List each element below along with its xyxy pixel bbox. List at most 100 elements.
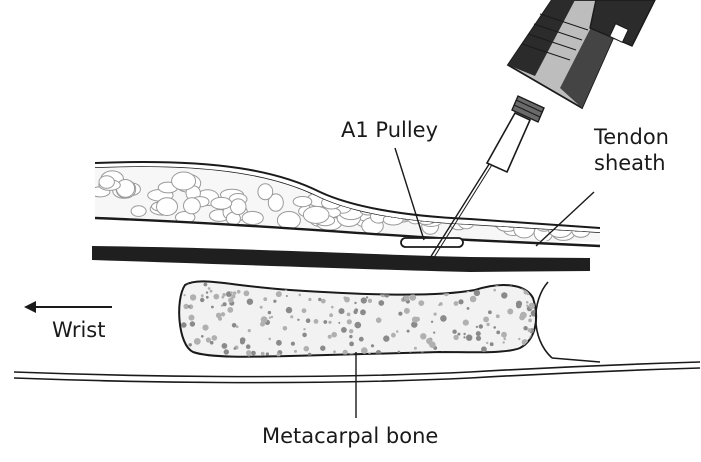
bone-speckle bbox=[360, 309, 366, 315]
bone-speckle bbox=[463, 333, 465, 335]
bone-speckle bbox=[347, 319, 352, 324]
bone-speckle bbox=[453, 335, 458, 340]
bone-speckle bbox=[354, 308, 358, 312]
bone-speckle bbox=[374, 284, 379, 289]
bone-speckle bbox=[354, 302, 356, 304]
flexor-tendon bbox=[92, 246, 590, 272]
bone-speckle bbox=[204, 283, 208, 287]
bone-speckle bbox=[532, 351, 536, 355]
fat-cell bbox=[211, 197, 232, 209]
bone-speckle bbox=[474, 290, 480, 296]
bone-speckle bbox=[188, 305, 191, 308]
bone-speckle bbox=[290, 315, 293, 318]
bone-speckle bbox=[463, 320, 469, 326]
bone-speckle bbox=[189, 315, 195, 321]
bone-speckle bbox=[331, 332, 337, 338]
bone-speckle bbox=[433, 332, 435, 334]
bone-speckle bbox=[246, 350, 251, 355]
bone-speckle bbox=[384, 292, 389, 297]
bone-speckle bbox=[440, 315, 447, 322]
fat-cell bbox=[258, 184, 273, 200]
bone-speckle bbox=[523, 326, 527, 330]
bone-speckle bbox=[407, 330, 410, 333]
bone-speckle bbox=[524, 284, 530, 290]
bone-speckle bbox=[404, 295, 410, 301]
bone-speckle bbox=[314, 319, 319, 324]
bone-speckle bbox=[304, 280, 307, 283]
bone-speckle bbox=[401, 290, 403, 292]
bone-speckle bbox=[190, 321, 195, 326]
bone-speckle bbox=[476, 326, 478, 328]
bone-speckle bbox=[371, 344, 374, 347]
bone-speckle bbox=[237, 290, 241, 294]
bone-speckle bbox=[486, 323, 489, 326]
bone-speckle bbox=[373, 281, 376, 284]
fat-cell bbox=[403, 204, 422, 215]
bone-speckle bbox=[246, 344, 251, 349]
bone-speckle bbox=[306, 318, 311, 323]
bone-speckle bbox=[343, 350, 348, 355]
fat-cell bbox=[131, 206, 146, 217]
bone-speckle bbox=[299, 294, 302, 297]
bone-speckle bbox=[409, 294, 416, 301]
bone-speckle bbox=[194, 338, 201, 345]
bone-speckle bbox=[263, 297, 267, 301]
bone-speckle bbox=[493, 326, 496, 329]
fat-cell bbox=[99, 176, 114, 189]
bone-speckle bbox=[488, 310, 492, 314]
bone-speckle bbox=[501, 332, 507, 338]
bone-speckle bbox=[391, 289, 394, 292]
bone-speckle bbox=[452, 330, 456, 334]
fat-cell bbox=[277, 212, 300, 229]
bone-speckle bbox=[483, 317, 489, 323]
bone-speckle bbox=[251, 351, 256, 356]
metacarpal-bone-label: Metacarpal bone bbox=[262, 424, 438, 448]
bone-speckle bbox=[418, 279, 421, 282]
bone-speckle bbox=[338, 322, 340, 324]
bone-speckle bbox=[349, 342, 354, 347]
bone-speckle bbox=[529, 303, 535, 309]
bone-speckle bbox=[383, 335, 389, 341]
bone-speckle bbox=[398, 312, 402, 316]
bone-speckle bbox=[206, 296, 209, 299]
bone-speckle bbox=[355, 322, 362, 329]
bone-speckle bbox=[473, 354, 479, 360]
bone-speckle bbox=[493, 289, 496, 292]
bone-speckle bbox=[210, 290, 213, 293]
bone-speckle bbox=[357, 287, 363, 293]
bone-speckle bbox=[413, 280, 415, 282]
fat-cell bbox=[184, 198, 201, 214]
bone-speckle bbox=[518, 338, 520, 340]
bone-speckle bbox=[496, 331, 500, 335]
fat-cell bbox=[419, 205, 439, 217]
bone-speckle bbox=[329, 313, 333, 317]
bone-speckle bbox=[276, 340, 282, 346]
bone-speckle bbox=[184, 294, 186, 296]
bone-speckle bbox=[461, 278, 467, 284]
bone-speckle bbox=[266, 352, 269, 355]
bone-speckle bbox=[435, 285, 437, 287]
bone-speckle bbox=[328, 279, 333, 284]
bone-speckle bbox=[444, 291, 449, 296]
bone-speckle bbox=[223, 302, 227, 306]
bone-speckle bbox=[507, 309, 513, 315]
bone-speckle bbox=[529, 315, 531, 317]
bone-speckle bbox=[490, 342, 494, 346]
bone-speckle bbox=[512, 278, 516, 282]
bone-speckle bbox=[260, 306, 263, 309]
bone-speckle bbox=[286, 295, 288, 297]
bone-speckle bbox=[532, 280, 538, 286]
bone-speckle bbox=[212, 335, 218, 341]
bone-speckle bbox=[352, 279, 355, 282]
bone-speckle bbox=[483, 281, 485, 283]
bone-speckle bbox=[349, 329, 353, 333]
a1-pulley-label: A1 Pulley bbox=[341, 118, 438, 142]
bone-speckle bbox=[279, 281, 285, 287]
bone-speckle bbox=[426, 338, 432, 344]
bone-speckle bbox=[331, 306, 334, 309]
bone-speckle bbox=[496, 314, 500, 318]
bone-speckle bbox=[528, 328, 532, 332]
bone-speckle bbox=[216, 313, 222, 319]
bone-speckle bbox=[328, 335, 332, 339]
